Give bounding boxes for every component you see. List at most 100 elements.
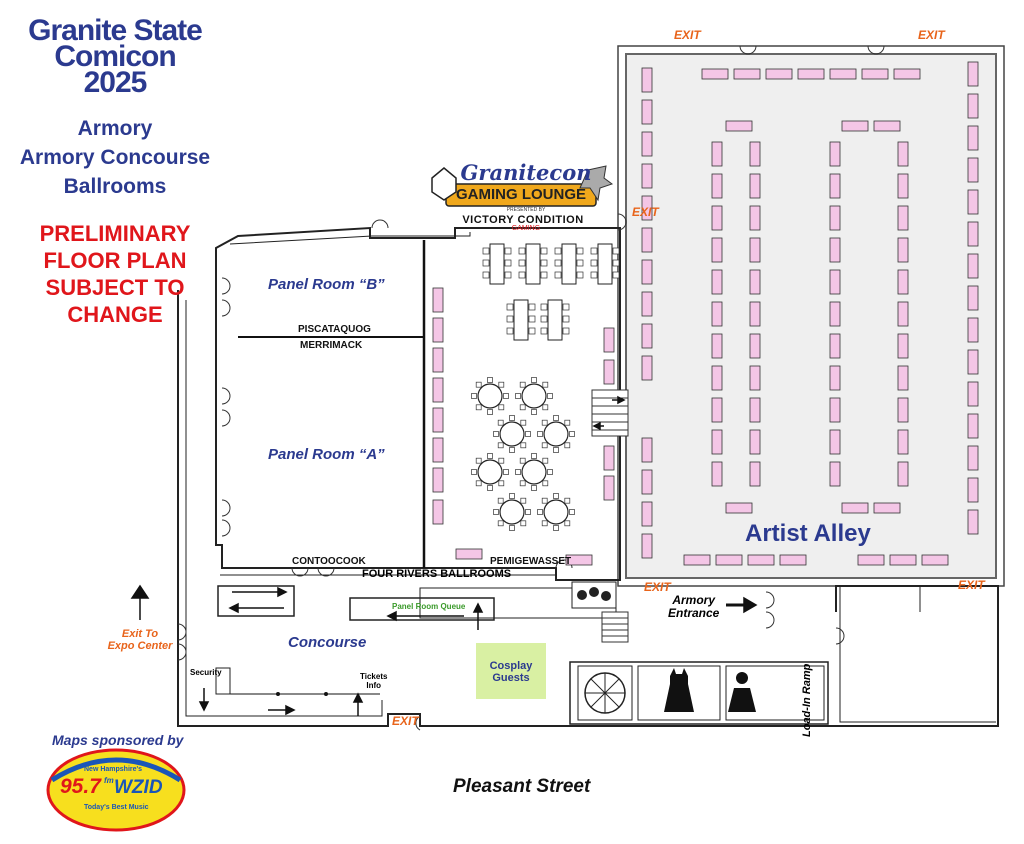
armory-entrance-line-2: Entrance (668, 606, 720, 620)
round-table (515, 377, 553, 415)
gaming-lounge-logo (431, 165, 614, 207)
panel-room-a-label: Panel Room “A” (268, 446, 385, 463)
vendor-table (701, 68, 729, 80)
vendor-table (829, 365, 841, 391)
vendor-table (829, 68, 857, 80)
concourse-outline (177, 290, 999, 727)
vendor-table (641, 437, 653, 463)
ballroom-table (432, 437, 444, 463)
vendor-table (967, 61, 979, 87)
title-line-3: 2025 (83, 66, 148, 99)
gaming-lounge-subtitle: GAMING LOUNGE (456, 186, 586, 203)
vendor-table (641, 469, 653, 495)
vendor-table (797, 68, 825, 80)
vendor-table (711, 397, 723, 423)
cosplay-line-2: Guests (492, 672, 530, 684)
ballroom-table (565, 554, 593, 566)
vendor-table (861, 68, 889, 80)
batman-restroom-icon (664, 668, 694, 712)
vendor-table (749, 237, 761, 263)
vendor-table (873, 120, 901, 132)
vendor-table (711, 237, 723, 263)
vendor-table (897, 397, 909, 423)
vendor-table (829, 429, 841, 455)
gaming-sponsor-name: VICTORY CONDITION (462, 214, 584, 226)
vendor-table (893, 68, 921, 80)
vendor-table (711, 429, 723, 455)
venue-concourse: Armory Concourse (19, 146, 211, 169)
vendor-tables (432, 61, 979, 566)
vendor-table (641, 501, 653, 527)
tickets-info-label: Tickets Info (360, 672, 387, 690)
vendor-table (711, 205, 723, 231)
merrimack-label: MERRIMACK (300, 340, 363, 351)
vendor-table (897, 269, 909, 295)
vendor-table (711, 461, 723, 487)
vendor-table (841, 120, 869, 132)
vendor-table (967, 349, 979, 375)
expo-exit-line-2: Expo Center (107, 640, 173, 652)
vendor-table (829, 237, 841, 263)
vendor-table (641, 163, 653, 189)
vendor-table (921, 554, 949, 566)
vendor-table (711, 301, 723, 327)
ballroom-outline (215, 226, 621, 581)
wzid-logo (46, 748, 186, 832)
vendor-table (641, 259, 653, 285)
armory-entrance-line-1: Armory (672, 593, 716, 607)
title-line-1: Granite State (28, 14, 203, 47)
ballroom-table (432, 347, 444, 373)
armory-entrance-label: Armory Entrance (668, 594, 719, 620)
title-line-2: Comicon (54, 40, 176, 73)
vendor-table (749, 333, 761, 359)
preliminary-notice: PRELIMINARY FLOOR PLAN SUBJECT TO CHANGE (5, 220, 225, 328)
vendor-table (897, 429, 909, 455)
round-table (471, 377, 509, 415)
ballroom-table (603, 445, 615, 471)
vendor-table (829, 141, 841, 167)
vendor-table (897, 301, 909, 327)
vendor-table (897, 205, 909, 231)
round-table (493, 493, 531, 531)
gaming-table (590, 243, 620, 285)
cosplay-guests-area (476, 643, 546, 699)
vendor-table (873, 502, 901, 514)
street-label: Pleasant Street (453, 776, 591, 797)
gaming-lounge-title: Granitecon (460, 160, 592, 185)
round-table (537, 493, 575, 531)
vendor-table (967, 285, 979, 311)
notice-line-1: PRELIMINARY (39, 221, 191, 246)
vendor-table (967, 189, 979, 215)
vendor-table (641, 67, 653, 93)
ballroom-table (432, 287, 444, 313)
vendor-table (897, 333, 909, 359)
vendor-table (641, 291, 653, 317)
vendor-table (749, 429, 761, 455)
vendor-table (711, 269, 723, 295)
ballroom-table (432, 499, 444, 525)
vendor-table (829, 269, 841, 295)
gaming-table (506, 299, 536, 341)
notice-line-2: FLOOR PLAN (43, 248, 187, 273)
armory-hall (625, 53, 997, 579)
exit-top-right: EXIT (918, 28, 945, 42)
vendor-table (711, 365, 723, 391)
expo-exit-line-1: Exit To (121, 628, 159, 640)
round-tables (471, 377, 575, 531)
round-table (471, 453, 509, 491)
vendor-table (857, 554, 885, 566)
wzid-top-text: New Hampshire's (84, 766, 143, 773)
vendor-table (897, 461, 909, 487)
vendor-table (829, 205, 841, 231)
vendor-table (967, 509, 979, 535)
vendor-table (967, 93, 979, 119)
arrow-icons (130, 395, 758, 716)
wonder-woman-restroom-icon (728, 672, 756, 712)
vendor-table (749, 301, 761, 327)
vendor-table (749, 397, 761, 423)
venue-list: Armory Armory Concourse Ballrooms (15, 114, 215, 201)
vendor-table (733, 68, 761, 80)
pemigewasset-label: PEMIGEWASSET (490, 556, 572, 567)
tree-icon (584, 672, 626, 714)
panel-room-b-label: Panel Room “B” (268, 276, 385, 293)
